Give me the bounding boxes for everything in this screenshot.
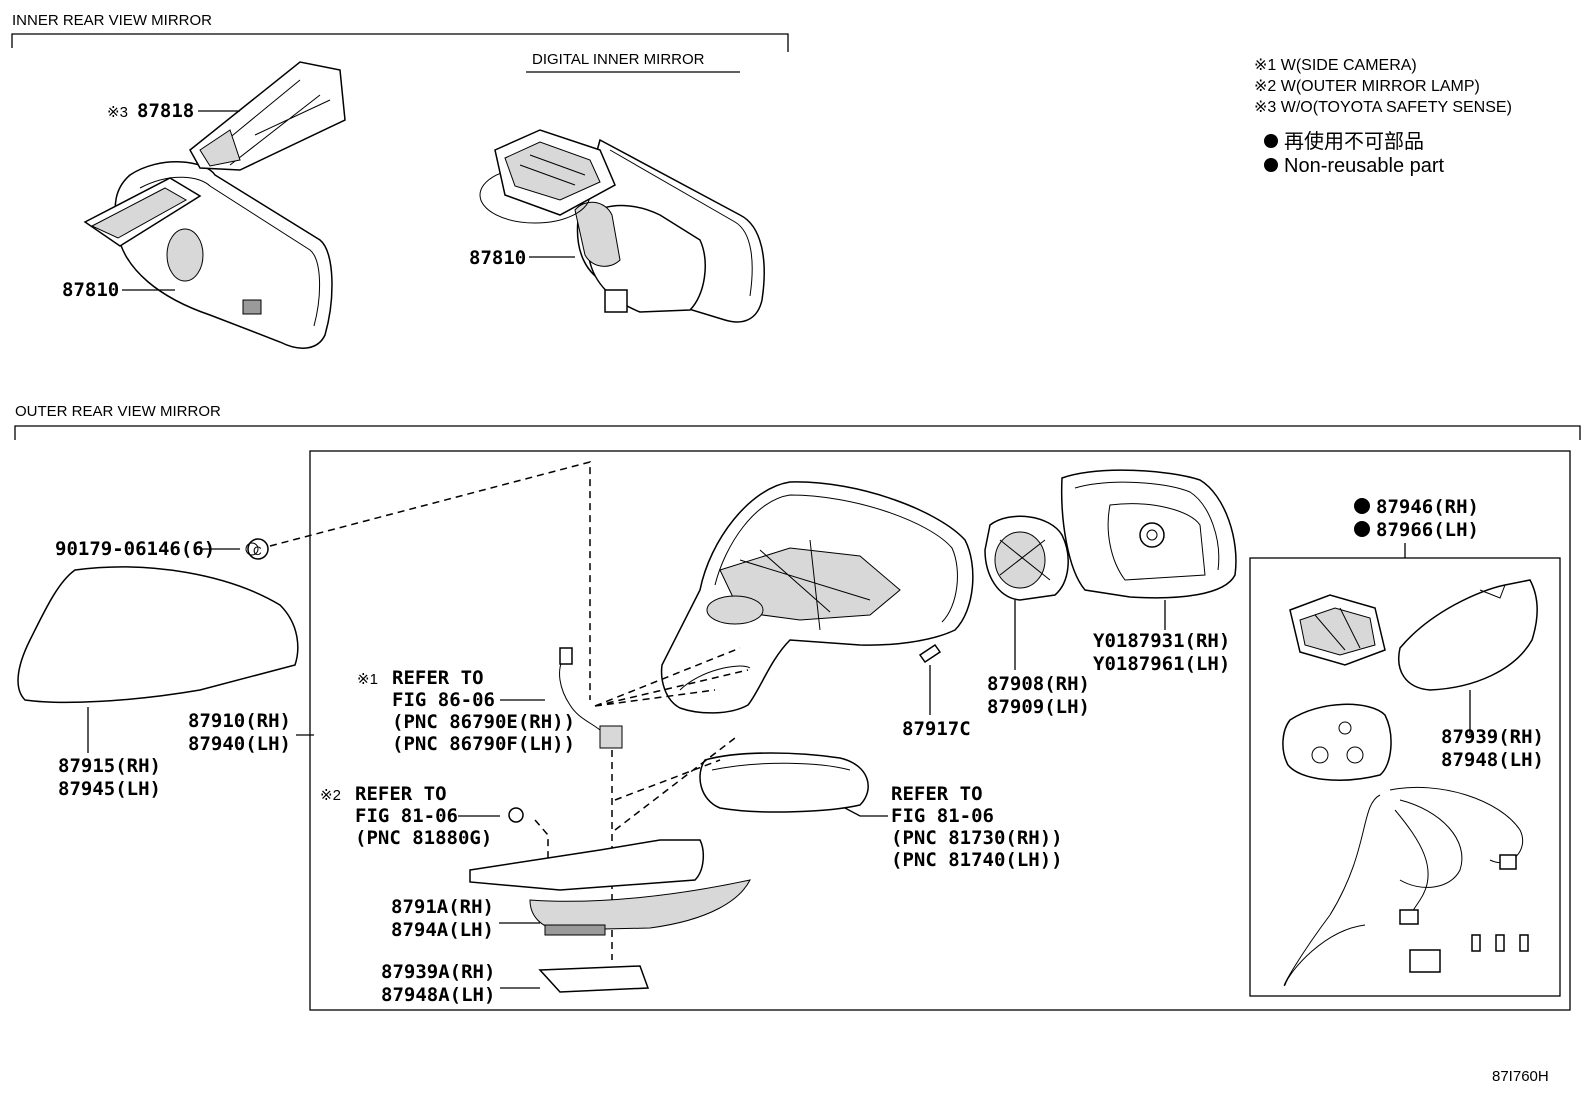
wire-harness-illustration [1283,786,1529,986]
nonreusable-dot-icon-2 [1264,158,1278,172]
lamp-bulb-icon [508,807,524,823]
digital-mirror-illustration [479,129,765,323]
side-turn-lamp [699,752,869,813]
leader-ref3 [844,807,888,817]
ref3-line1: REFER TO [891,783,983,805]
ref1-line1: REFER TO [392,667,484,689]
outer-mirror-body-illustration [660,481,974,714]
ref3-line3: (PNC 81730(RH)) [891,827,1063,849]
mirror-actuator-illustration [984,515,1069,601]
nonreusable-dot-87946 [1354,498,1370,514]
camera-connector [559,647,573,665]
part-8794A-label: 8794A(LH) [391,919,494,941]
ref2-line1: REFER TO [355,783,447,805]
inner-mirror-section-title: INNER REAR VIEW MIRROR [12,12,212,29]
part-87948A-label: 87948A(LH) [381,984,495,1006]
part-87939A-label: 87939A(RH) [381,961,495,983]
ref2-line2: FIG 81-06 [355,805,458,827]
legend-nonreusable-jp: 再使用不可部品 [1284,130,1424,153]
ref2-mark: ※2 [320,787,341,804]
screw-87917C-icon [918,643,942,664]
inner-section-bracket [11,33,789,52]
legend-nonreusable-en: Non-reusable part [1284,155,1445,177]
part-87915-label: 87915(RH) [58,755,161,777]
part-87946-label: 87946(RH) [1376,496,1479,518]
part-8791A-label: 8791A(RH) [391,896,494,918]
part-87818-label: 87818 [137,100,194,122]
base-plate-illustration [1282,703,1392,781]
part-87810-label-b: 87810 [469,247,526,269]
clip-dashed-leader [269,461,591,700]
nonreusable-dot-87966 [1354,521,1370,537]
figure-code: 87I760H [1492,1068,1549,1085]
mirror-assembly-frame [309,450,1571,1011]
clip-letter: C [253,544,262,558]
part-87908-label: 87908(RH) [987,673,1090,695]
inner-mirror-illustration [83,61,346,349]
ref2-line3: (PNC 81880G) [355,827,492,849]
mirror-cover-illustration [17,566,299,704]
part-87945-label: 87945(LH) [58,778,161,800]
nonreusable-dot-icon [1264,134,1278,148]
part-87910-label: 87910(RH) [188,710,291,732]
lamp-dash-1 [534,819,549,870]
camera-cable [559,654,601,731]
mirror-glass-illustration [1060,469,1237,599]
lamp-strip [544,924,606,936]
outer-mirror-section-title: OUTER REAR VIEW MIRROR [15,403,221,420]
digital-mirror-title: DIGITAL INNER MIRROR [532,51,705,68]
ref1-line2: FIG 86-06 [392,689,495,711]
ref3-line2: FIG 81-06 [891,805,994,827]
part-87940-label: 87940(LH) [188,733,291,755]
legend-note-3: ※3 W/O(TOYOTA SAFETY SENSE) [1254,99,1512,116]
ref1-line3: (PNC 86790E(RH)) [392,711,575,733]
part-90179-label: 90179-06146(6) [55,538,215,560]
part-87909-label: 87909(LH) [987,696,1090,718]
camera-dashed-leaders [594,647,749,707]
part-87948-label: 87948(LH) [1441,749,1544,771]
legend-note-1: ※1 W(SIDE CAMERA) [1254,57,1417,74]
part-87818-mark: ※3 [107,104,128,121]
part-87917C-label: 87917C [902,718,971,740]
part-Y87961-label: Y0187961(LH) [1093,653,1230,675]
side-camera-icon [599,725,623,749]
ref3-line4: (PNC 81740(LH)) [891,849,1063,871]
ref1-mark: ※1 [357,671,378,688]
legend-note-2: ※2 W(OUTER MIRROR LAMP) [1254,78,1480,95]
clip-symbol-inner [245,542,259,556]
side-turn-lamp-edge [711,762,851,771]
part-Y87931-label: Y0187931(RH) [1093,630,1230,652]
lamp-cover-plate [538,965,650,993]
part-87810-label-a: 87810 [62,279,119,301]
side-lamp-dashes [614,737,736,831]
outer-section-bracket [14,425,1581,440]
turn-lamp-housing [469,839,705,891]
power-fold-unit-illustration [1289,594,1386,666]
part-87939-label: 87939(RH) [1441,726,1544,748]
upper-cover-illustration [1398,579,1538,691]
part-87966-label: 87966(LH) [1376,519,1479,541]
ref1-line4: (PNC 86790F(LH)) [392,733,575,755]
